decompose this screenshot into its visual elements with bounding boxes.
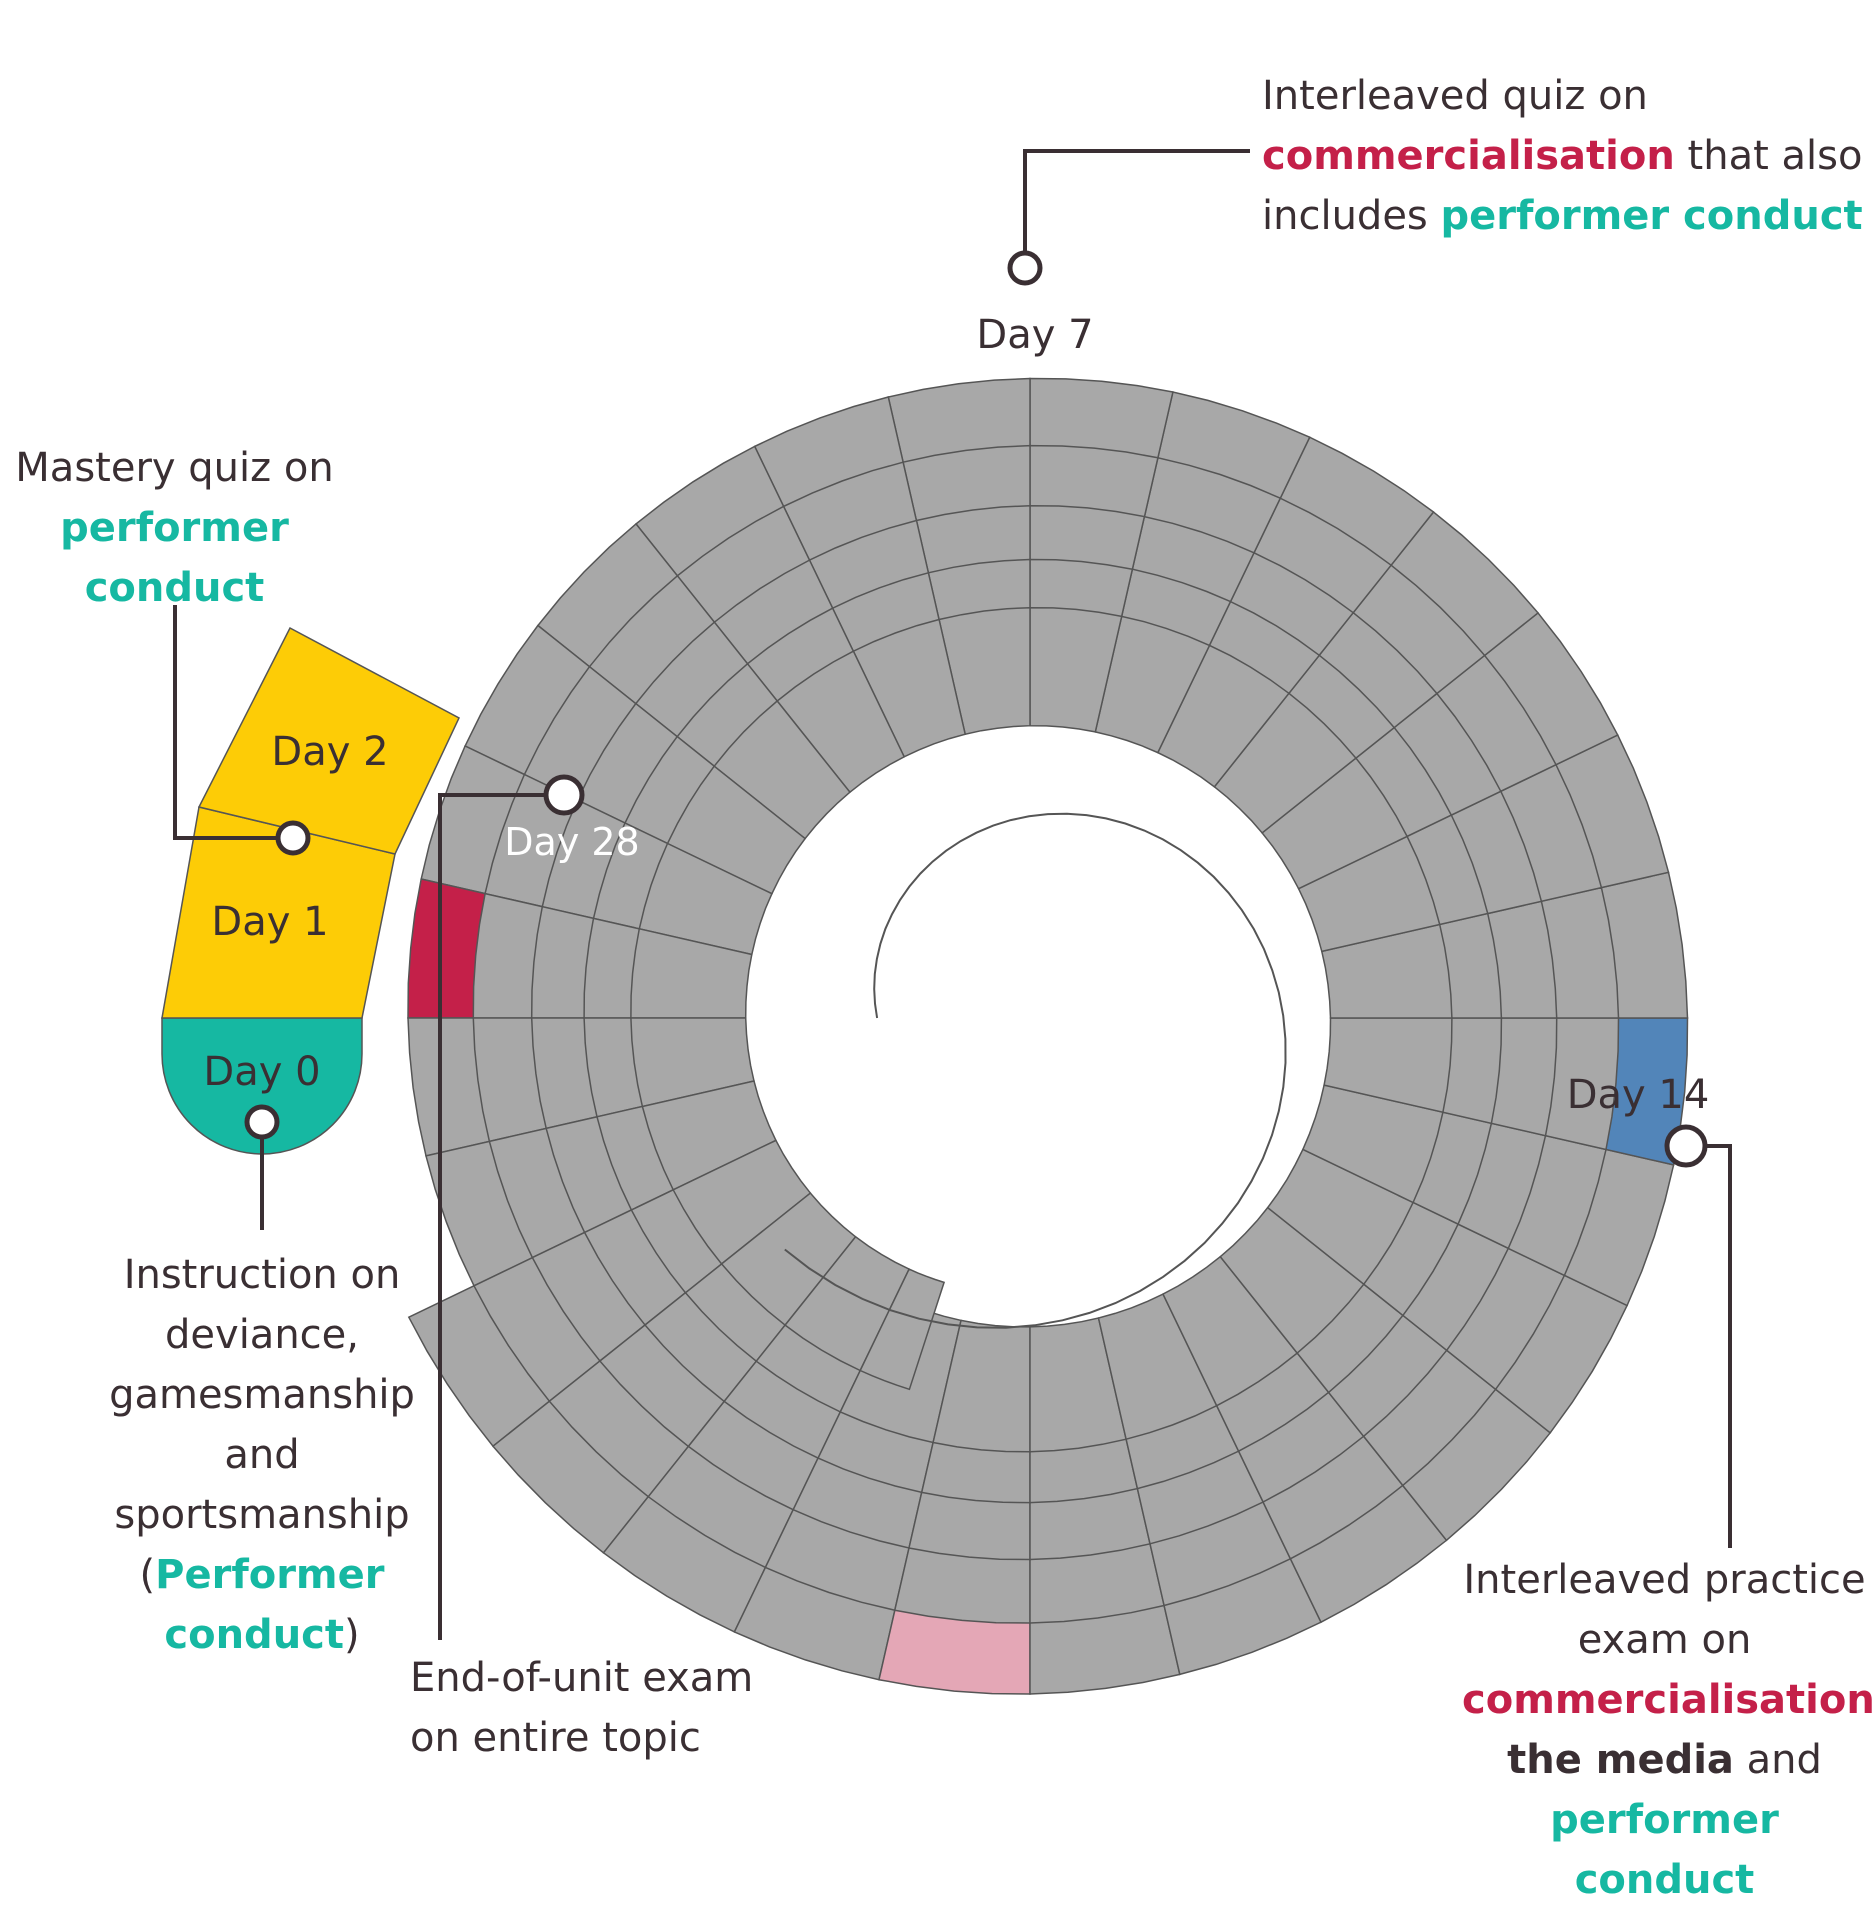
day-14-marker[interactable] [1667, 1127, 1705, 1165]
day-7-annotation-line-2: commercialisation that also [1262, 126, 1863, 186]
commercialisation-term: commercialisation [1462, 1677, 1875, 1723]
day-7-annotation-text: that also [1675, 133, 1863, 179]
performer-term: performer [12, 498, 337, 558]
day-28-marker[interactable] [546, 777, 582, 813]
day-14-annotation-line-4: the media and [1462, 1730, 1867, 1790]
day-7-annotation-line-3: includes performer conduct [1262, 186, 1863, 246]
day-7-annotation-text: includes [1262, 193, 1440, 239]
day-0-annotation: Instruction on deviance, gamesmanship an… [92, 1245, 432, 1665]
performer-conduct-term: performer conduct [1440, 193, 1862, 239]
day-0-marker[interactable] [247, 1107, 277, 1137]
mastery-annotation-line-1: Mastery quiz on [12, 438, 337, 498]
day-14-label: Day 14 [1567, 1072, 1710, 1118]
the-media-term: the media [1507, 1737, 1734, 1783]
day-14-annotation-line-3: commercialisation, [1462, 1670, 1867, 1730]
day-0-annotation-line-3: gamesmanship [92, 1365, 432, 1425]
day-0-annotation-line-5: sportsmanship [92, 1485, 432, 1545]
day-1-label: Day 1 [211, 899, 328, 945]
mastery-annotation: Mastery quiz on performer conduct [12, 438, 337, 618]
day-7-annotation-line-1: Interleaved quiz on [1262, 66, 1863, 126]
day-28-annotation: End-of-unit exam on entire topic [410, 1648, 753, 1768]
day-0-annotation-line-6: (Performer [92, 1545, 432, 1605]
day-14-annotation: Interleaved practice exam on commerciali… [1462, 1550, 1867, 1910]
day-0-annotation-line-1: Instruction on [92, 1245, 432, 1305]
day-2-marker[interactable] [278, 823, 308, 853]
performer-term: Performer [155, 1552, 384, 1598]
day-0-annotation-text: ( [140, 1552, 156, 1598]
day-28-label: Day 28 [504, 820, 639, 864]
day-7-annotation: Interleaved quiz on commercialisation th… [1262, 66, 1863, 246]
spiral-grey-segments [335, 379, 1688, 1695]
day-7-label: Day 7 [976, 312, 1093, 358]
day-0-annotation-line-7: conduct) [92, 1605, 432, 1665]
day-7-leader [1025, 151, 1250, 268]
day-0-annotation-line-4: and [92, 1425, 432, 1485]
conduct-term: conduct [12, 558, 337, 618]
performer-conduct-term: performer conduct [1462, 1790, 1867, 1910]
day-14-leader [1686, 1146, 1730, 1548]
day-28-annotation-line-1: End-of-unit exam [410, 1648, 753, 1708]
day-7-marker[interactable] [1010, 253, 1040, 283]
day-28-annotation-line-2: on entire topic [410, 1708, 753, 1768]
day-14-annotation-line-2: exam on [1462, 1610, 1867, 1670]
day-14-annotation-text: and [1734, 1737, 1822, 1783]
day-0-annotation-text: ) [344, 1612, 360, 1658]
commercialisation-term: commercialisation [1262, 133, 1675, 179]
conduct-term: conduct [164, 1612, 344, 1658]
day-14-annotation-line-1: Interleaved practice [1462, 1550, 1867, 1610]
day-0-annotation-line-2: deviance, [92, 1305, 432, 1365]
day-0-label: Day 0 [203, 1049, 320, 1095]
day-2-label: Day 2 [271, 729, 388, 775]
